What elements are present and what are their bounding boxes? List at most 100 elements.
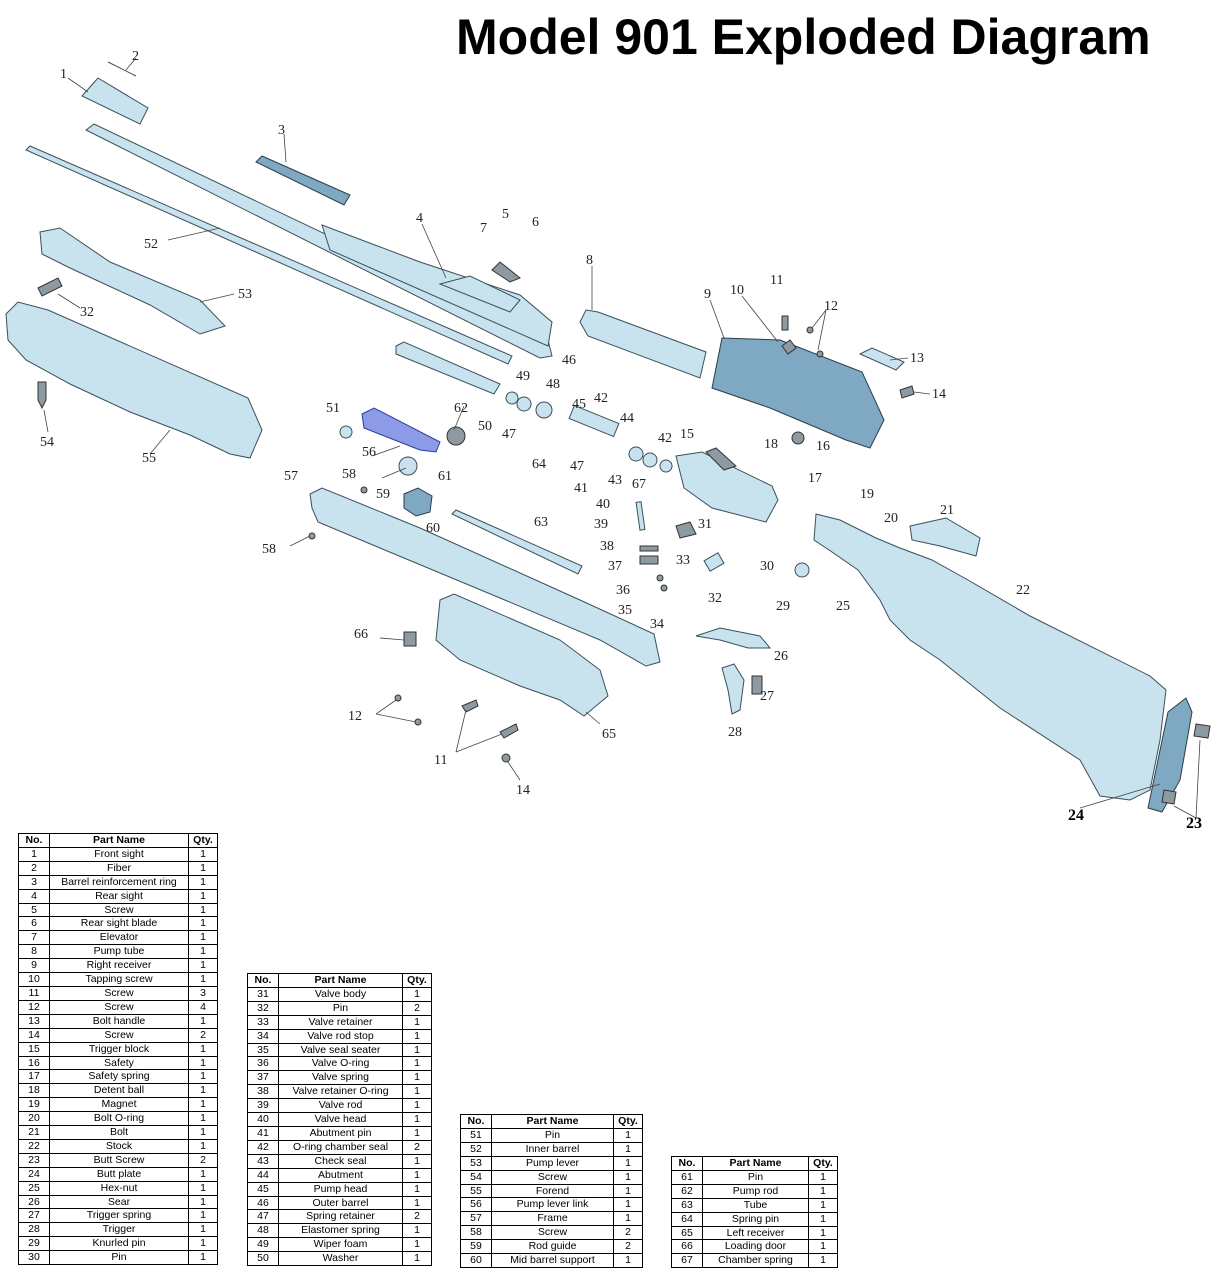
part-qty-cell: 1	[402, 1056, 432, 1072]
callout-29: 29	[776, 599, 790, 614]
part-number-cell: 12	[18, 999, 50, 1015]
part-number-cell: 4	[18, 888, 50, 904]
part-qty-cell: 1	[613, 1127, 643, 1143]
callout-9: 9	[704, 287, 711, 302]
part-name-cell: Trigger block	[49, 1041, 189, 1057]
column-header-no: No.	[671, 1156, 703, 1171]
part-qty-cell: 1	[613, 1183, 643, 1199]
part-qty-cell: 1	[402, 1181, 432, 1197]
part-number-cell: 3	[18, 874, 50, 890]
part-qty-cell: 1	[188, 1166, 218, 1182]
part-qty-cell: 1	[808, 1197, 838, 1213]
part-name-cell: Abutment	[278, 1167, 403, 1183]
valve-parts	[635, 501, 697, 592]
part-name-cell: Spring pin	[702, 1211, 809, 1227]
stock-part	[813, 513, 1167, 801]
part-qty-cell: 1	[402, 986, 432, 1002]
part-number-cell: 38	[247, 1084, 279, 1100]
part-number-cell: 62	[671, 1183, 703, 1199]
part-name-cell: Pin	[49, 1250, 189, 1266]
column-header-part-name: Part Name	[49, 833, 189, 848]
part-name-cell: Washer	[278, 1251, 403, 1267]
part-name-cell: Pump lever	[491, 1155, 614, 1171]
part-name-cell: Elastomer spring	[278, 1223, 403, 1239]
callout-20: 20	[884, 511, 898, 526]
callout-56: 56	[362, 445, 376, 460]
callout-67: 67	[632, 477, 646, 492]
callout-62: 62	[454, 401, 468, 416]
part-name-cell: Pump head	[278, 1181, 403, 1197]
part-qty-cell: 1	[808, 1239, 838, 1255]
part-name-cell: Screw	[49, 902, 189, 918]
part-number-cell: 39	[247, 1098, 279, 1114]
part-name-cell: Screw	[491, 1169, 614, 1185]
part-qty-cell: 1	[402, 1042, 432, 1058]
part-qty-cell: 1	[402, 1028, 432, 1044]
pump-tube-part	[579, 309, 707, 379]
part-qty-cell: 1	[402, 1251, 432, 1267]
part-number-cell: 50	[247, 1251, 279, 1267]
callout-14b: 14	[516, 783, 530, 798]
part-qty-cell: 1	[402, 1125, 432, 1141]
pin-61-part	[446, 426, 466, 446]
callout-6: 6	[532, 215, 539, 230]
part-number-cell: 31	[247, 986, 279, 1002]
part-number-cell: 40	[247, 1112, 279, 1127]
callout-13: 13	[910, 351, 924, 366]
part-qty-cell: 1	[808, 1211, 838, 1227]
part-qty-cell: 2	[402, 1139, 432, 1155]
page-title: Model 901 Exploded Diagram	[456, 9, 1151, 65]
part-number-cell: 16	[18, 1055, 50, 1071]
table-header-row: No. Part Name Qty.	[671, 1156, 838, 1171]
part-name-cell: Mid barrel support	[491, 1253, 614, 1268]
callout-34: 34	[650, 617, 664, 632]
part-qty-cell: 1	[188, 1236, 218, 1252]
part-number-cell: 55	[460, 1183, 492, 1199]
part-qty-cell: 1	[188, 1222, 218, 1238]
screw-12-part-4	[816, 350, 824, 358]
mid-barrel-support-part	[403, 487, 433, 517]
part-number-cell: 11	[18, 985, 50, 1001]
part-name-cell: Rear sight blade	[49, 916, 189, 932]
callout-40: 40	[596, 497, 610, 512]
part-qty-cell: 1	[188, 1250, 218, 1266]
part-name-cell: Spring retainer	[278, 1209, 403, 1225]
part-qty-cell: 1	[613, 1141, 643, 1157]
table-header-row: No. Part Name Qty.	[460, 1114, 643, 1129]
column-header-part-name: Part Name	[278, 973, 403, 988]
part-qty-cell: 1	[402, 1098, 432, 1114]
forend-part	[5, 301, 263, 459]
part-qty-cell: 1	[188, 916, 218, 932]
part-qty-cell: 1	[402, 1195, 432, 1211]
part-qty-cell: 1	[188, 860, 218, 876]
part-name-cell: Valve head	[278, 1112, 403, 1127]
part-name-cell: Barrel reinforcement ring	[49, 874, 189, 890]
part-qty-cell: 1	[613, 1253, 643, 1268]
part-number-cell: 25	[18, 1180, 50, 1196]
callout-50: 50	[478, 419, 492, 434]
part-number-cell: 30	[18, 1250, 50, 1266]
